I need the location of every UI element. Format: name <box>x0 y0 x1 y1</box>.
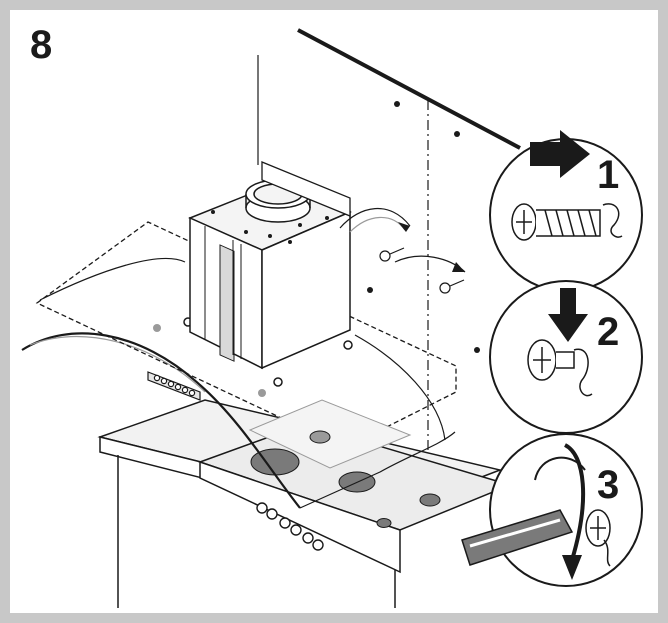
screw-icon <box>511 203 623 241</box>
glass-canopy <box>21 221 457 509</box>
step-number: 8 <box>30 23 52 67</box>
burner <box>376 518 392 528</box>
control-buttons <box>147 371 201 401</box>
arrow-right-icon <box>530 130 590 178</box>
callout-1: 1 <box>489 130 643 292</box>
screw-icon <box>527 339 593 397</box>
mounting-bracket <box>261 161 351 217</box>
screwdriver-rotate-icon <box>461 443 611 580</box>
hob-knobs <box>256 502 324 551</box>
arrow-head <box>452 262 465 272</box>
hob <box>197 423 513 574</box>
callout-3: 3 <box>461 433 643 587</box>
arrow-down-icon <box>548 288 588 342</box>
canopy-mount-points <box>153 317 353 397</box>
callout-number: 3 <box>597 463 619 507</box>
wall-ceiling-line <box>297 28 521 150</box>
arrow-head <box>398 222 410 232</box>
loose-screw-icon <box>379 247 465 294</box>
callout-number: 1 <box>597 153 619 197</box>
motor-screws <box>211 210 329 244</box>
callout-2: 2 <box>489 280 643 434</box>
burner <box>419 493 441 507</box>
callout-number: 2 <box>597 310 619 354</box>
wall-holes <box>367 101 480 353</box>
